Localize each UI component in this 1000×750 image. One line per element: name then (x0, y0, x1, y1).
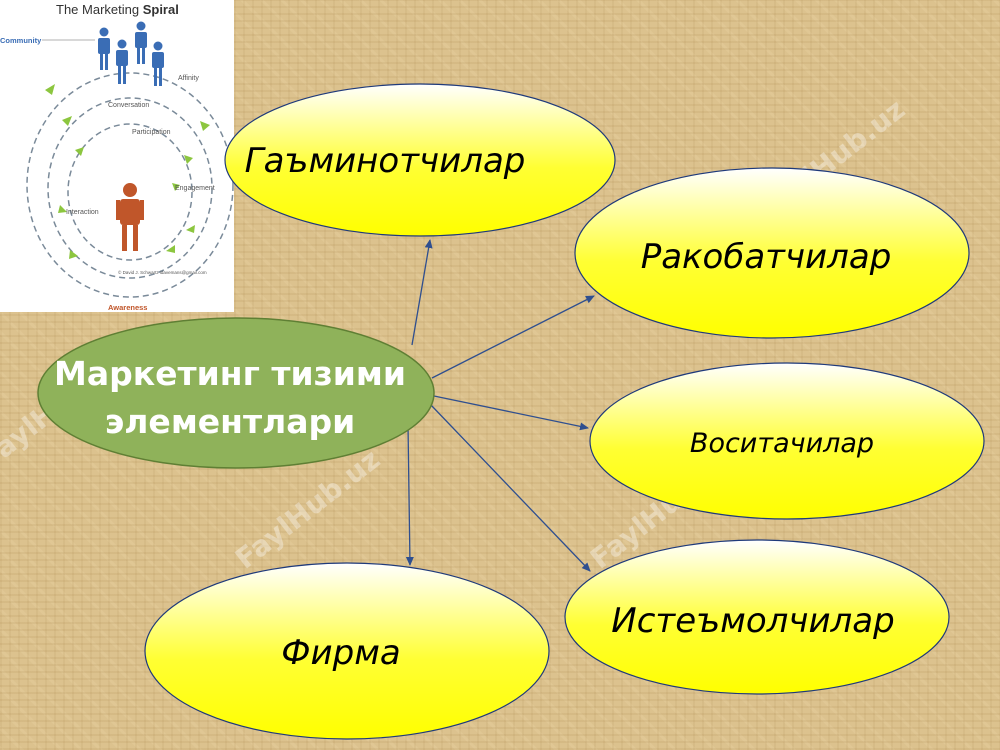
community-people-icon (98, 21, 164, 86)
spiral-label-engagement: Engagement (175, 185, 215, 192)
node-intermediaries: Воситачилар (589, 362, 985, 520)
spiral-credit: © David J. Schwartz idavemans@gmail.com (118, 269, 207, 275)
arrow-to-intermediaries (433, 395, 589, 431)
node-suppliers: Гаъминотчилар (224, 83, 616, 237)
node-consumers-label: Истеъмолчилар (611, 601, 894, 641)
arrow-to-firm (405, 424, 414, 566)
spiral-label-conversation: Conversation (108, 102, 149, 109)
spiral-ring-inner (67, 123, 193, 261)
center-node-line1: Маркетинг тизими (54, 354, 406, 393)
spiral-ring-outer (26, 72, 234, 298)
node-competitors: Ракобатчилар (574, 167, 970, 339)
spiral-label-community: Community (0, 36, 42, 45)
spiral-label-interaction: Interaction (66, 209, 99, 216)
spiral-arrow-marks (45, 84, 210, 259)
spiral-figure-background (0, 0, 234, 312)
center-node-line2: элементлари (105, 402, 356, 441)
node-suppliers-label: Гаъминотчилар (245, 141, 526, 181)
node-suppliers-shape (224, 83, 616, 237)
spiral-title: The Marketing Spiral (56, 2, 179, 17)
node-firm-shape (144, 562, 550, 740)
node-consumers-shape (564, 539, 950, 695)
node-consumers: Истеъмолчилар (564, 539, 950, 695)
node-competitors-shape (574, 167, 970, 339)
connector-arrows (405, 239, 595, 572)
node-intermediaries-shape (589, 362, 985, 520)
center-node-shape (37, 317, 435, 469)
node-firm: Фирма (144, 562, 550, 740)
spiral-label-awareness: Awareness (108, 303, 147, 312)
awareness-person-icon (116, 183, 144, 251)
center-node: Маркетинг тизими элементлари (37, 317, 435, 469)
spiral-label-participation: Participation (132, 129, 171, 136)
node-intermediaries-label: Воситачилар (690, 428, 874, 459)
spiral-ring-middle (47, 97, 213, 279)
spiral-label-affinity: Affinity (178, 75, 199, 82)
marketing-spiral-figure: The Marketing Spiral Community Affinity … (0, 0, 234, 312)
arrow-to-competitors (431, 295, 595, 379)
arrow-to-consumers (429, 403, 591, 572)
node-firm-label: Фирма (281, 633, 400, 673)
node-competitors-label: Ракобатчилар (641, 237, 892, 277)
arrow-to-suppliers (411, 239, 433, 346)
